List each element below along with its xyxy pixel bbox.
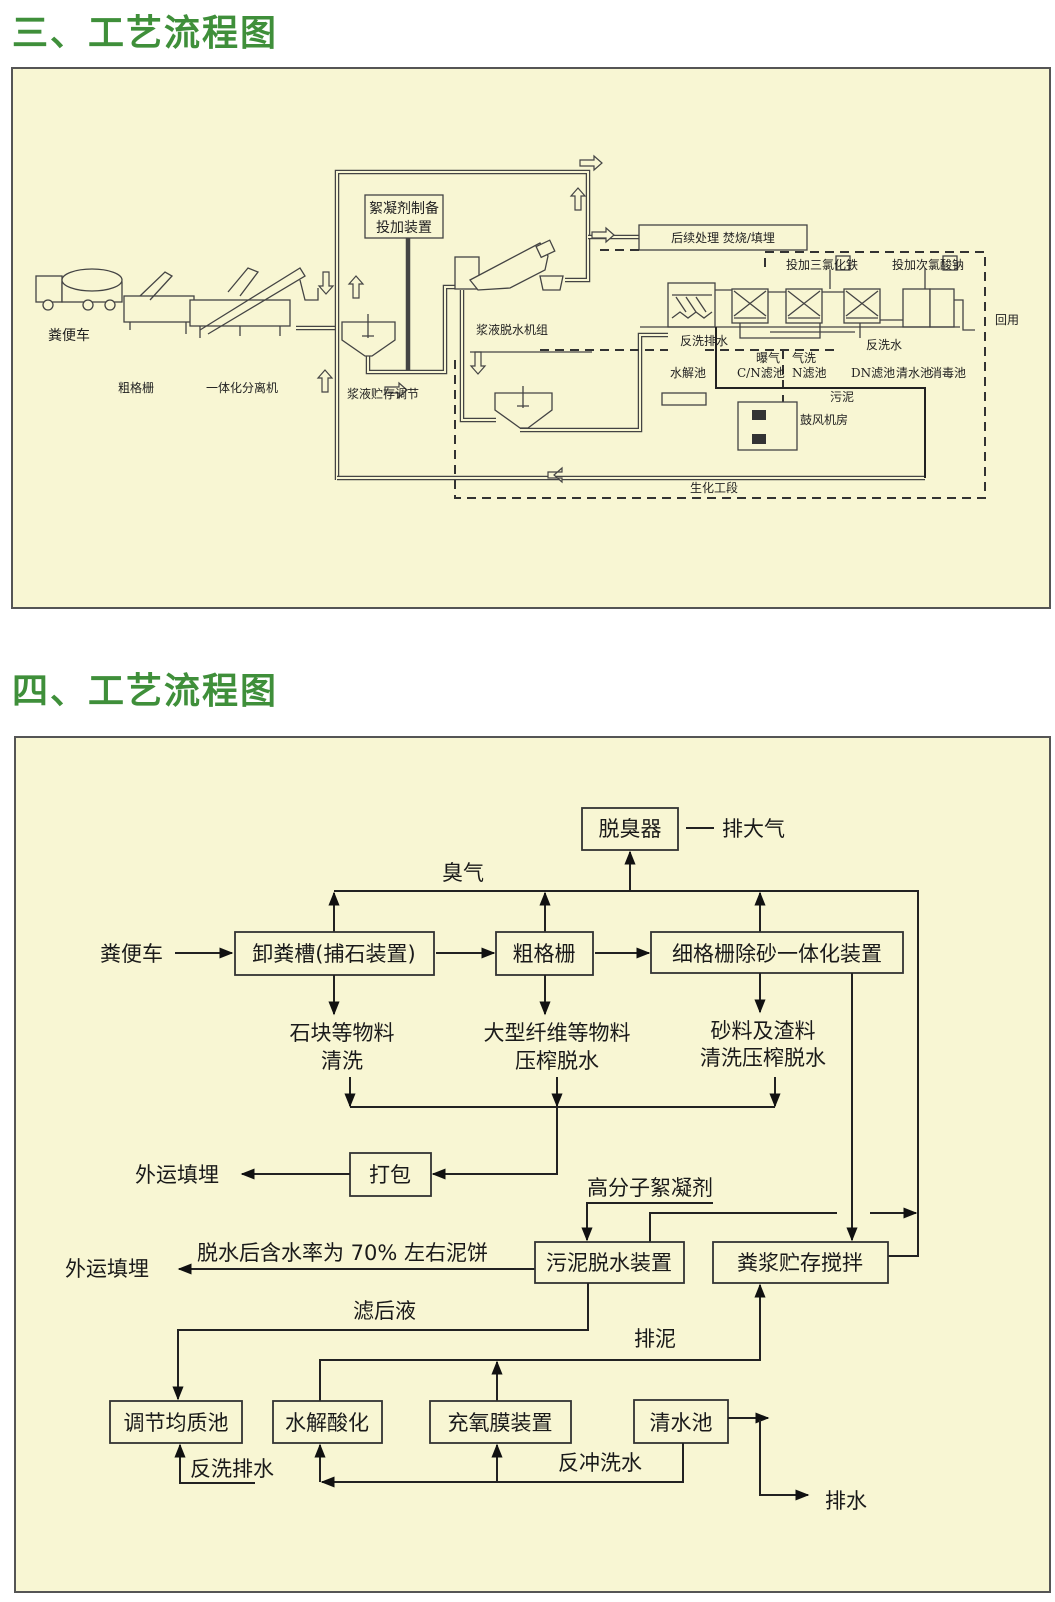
flow-arrow-icon — [316, 369, 334, 393]
label-stones-line1: 石块等物料 — [290, 1021, 395, 1045]
label-sludge-dewatering: 污泥脱水装置 — [546, 1251, 672, 1275]
label-disinfection-tank: 消毒池 — [930, 366, 966, 380]
sludge-dewatering-box — [534, 1241, 685, 1284]
unloading-tank-box — [234, 931, 435, 976]
flow-arrow-icon — [569, 187, 587, 211]
label-backwash-water: 反洗水 — [866, 338, 902, 352]
oxygen-membrane-box — [429, 1400, 572, 1444]
label-deodorizer: 脱臭器 — [599, 817, 662, 841]
flow-arrow-icon — [317, 271, 335, 295]
label-separator: 一体化分离机 — [206, 380, 278, 395]
flow-arrow-icon — [591, 226, 615, 244]
label-landfill-2: 外运填埋 — [65, 1257, 149, 1281]
label-backwash-drain: 反洗排水 — [190, 1457, 274, 1481]
clear-water-tank-icon — [902, 288, 931, 328]
label-packing: 打包 — [369, 1163, 411, 1187]
label-slurry-storage: 浆液贮存调节 — [347, 386, 419, 401]
label-unloading-tank: 卸粪槽(捕石装置) — [252, 942, 415, 966]
label-odor-gas: 臭气 — [442, 861, 484, 885]
process-diagram-top: 粪便车 粗格栅 一体化分离机 — [11, 67, 1051, 609]
label-hydrolysis: 水解酸化 — [285, 1411, 369, 1435]
truck-icon — [35, 268, 123, 311]
label-dewatering-unit: 浆液脱水机组 — [476, 322, 548, 337]
deodorizer-box — [581, 807, 679, 851]
label-backwash-drain: 反洗排水 — [680, 334, 728, 348]
packing-box — [349, 1152, 432, 1197]
slurry-storage-box — [712, 1241, 889, 1284]
process-diagram-bottom: 脱臭器 排大气 臭气 粪便车 卸粪槽(捕石装置) 粗格栅 细格栅除砂一体化装置 … — [14, 736, 1051, 1593]
label-sludge: 污泥 — [830, 390, 854, 404]
label-to-atmosphere: 排大气 — [722, 817, 785, 841]
clear-water-tank-box — [633, 1399, 729, 1444]
label-drainage: 排水 — [825, 1489, 867, 1513]
disinfection-tank-icon — [929, 288, 955, 328]
label-ferric-dosing: 投加三氯化铁 — [786, 257, 858, 272]
label-oxygen-membrane: 充氧膜装置 — [448, 1411, 553, 1435]
dewatering-machine-icon — [454, 239, 564, 291]
label-hypochlorite-dosing: 投加次氯酸钠 — [892, 257, 964, 272]
label-air-wash: 气洗 — [792, 350, 816, 365]
storage-tank-icon — [341, 321, 396, 357]
equalization-tank-box — [109, 1400, 243, 1444]
separator-icon — [189, 267, 319, 338]
blower-icon — [752, 410, 766, 420]
section-title-4: 四、工艺流程图 — [12, 671, 279, 712]
label-fibers-line1: 大型纤维等物料 — [484, 1021, 631, 1045]
label-filtrate: 滤后液 — [353, 1299, 416, 1323]
coarse-screen-icon — [123, 271, 195, 334]
label-reuse: 回用 — [995, 313, 1019, 327]
label-flocculant-line2: 投加装置 — [376, 220, 432, 236]
label-coarse-screen: 粗格栅 — [513, 942, 576, 966]
blower-room-box — [737, 401, 798, 451]
label-fine-screen: 细格栅除砂一体化装置 — [672, 942, 882, 966]
label-cn-filter: C/N滤池 — [737, 366, 785, 380]
label-blower-room: 鼓风机房 — [800, 412, 848, 427]
hypochlorite-dosing-tank-icon — [942, 255, 958, 271]
label-dn-filter: DN滤池 — [851, 366, 895, 380]
label-biochem-section: 生化工段 — [690, 480, 738, 495]
hydrolysis-box — [272, 1400, 383, 1444]
blower-icon — [752, 434, 766, 444]
label-backflush-water: 反冲洗水 — [558, 1451, 642, 1475]
label-sludge-discharge: 排泥 — [634, 1327, 676, 1351]
label-slurry-storage: 粪浆贮存搅拌 — [737, 1251, 863, 1275]
flow-arrow-icon — [469, 351, 487, 375]
label-flocculant-line1: 絮凝剂制备 — [369, 200, 439, 217]
flow-arrow-icon — [347, 275, 365, 299]
hydrolysis-marker-box — [661, 392, 707, 406]
label-polymer: 高分子絮凝剂 — [587, 1176, 713, 1200]
label-cake-note: 脱水后含水率为 70% 左右泥饼 — [197, 1241, 488, 1265]
label-hydrolysis-tank: 水解池 — [670, 366, 706, 380]
flow-arrow-icon — [547, 466, 563, 484]
diagram-frame-bottom — [14, 736, 1051, 1593]
label-truck: 粪便车 — [100, 942, 163, 966]
label-sand-line1: 砂料及渣料 — [711, 1019, 816, 1043]
label-post-treatment: 后续处理 焚烧/填埋 — [671, 231, 775, 245]
label-landfill-1: 外运填埋 — [135, 1163, 219, 1187]
label-clear-water-tank: 清水池 — [650, 1411, 713, 1435]
label-truck: 粪便车 — [48, 327, 90, 344]
label-n-filter: N滤池 — [792, 366, 827, 380]
ferric-dosing-tank-icon — [835, 255, 851, 271]
label-clear-water-tank: 清水池 — [896, 366, 932, 380]
label-equalization-tank: 调节均质池 — [124, 1411, 229, 1435]
flow-arrow-icon — [384, 381, 408, 399]
label-fibers-line2: 压榨脱水 — [515, 1049, 599, 1073]
flocculant-dosing-box — [364, 194, 444, 239]
post-treatment-box — [638, 224, 808, 251]
diagram-frame-top — [11, 67, 1051, 609]
label-coarse-screen: 粗格栅 — [118, 380, 154, 395]
section-title-3: 三、工艺流程图 — [12, 13, 279, 54]
fine-screen-box — [650, 931, 904, 974]
mixing-tank-icon — [494, 392, 553, 429]
label-stones-line2: 清洗 — [321, 1049, 363, 1073]
label-aeration: 曝气 — [756, 350, 780, 365]
biochem-tanks — [640, 255, 975, 339]
flow-arrow-icon — [579, 154, 603, 172]
label-sand-line2: 清洗压榨脱水 — [700, 1046, 826, 1070]
